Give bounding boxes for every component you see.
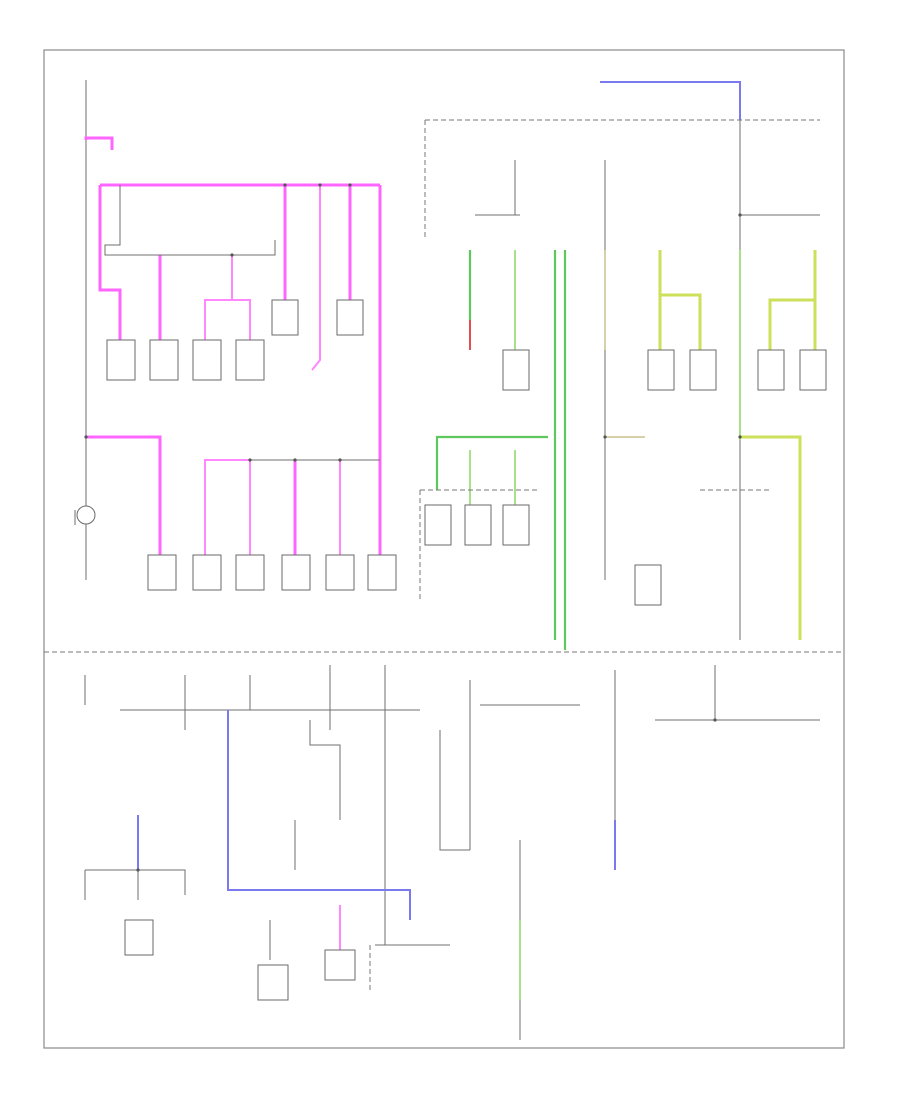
component-box [367, 554, 397, 591]
diagram-frame [43, 49, 845, 1049]
component-box [689, 349, 717, 391]
component-box [336, 299, 364, 336]
component-box [502, 504, 530, 546]
component-box [799, 349, 827, 391]
component-box [124, 919, 154, 956]
component-box [271, 299, 299, 336]
component-box [634, 564, 662, 606]
component-box [325, 554, 355, 591]
component-box [757, 349, 785, 391]
component-box [647, 349, 675, 391]
upper-left-circuit [74, 80, 397, 591]
lower-circuit [84, 665, 820, 1040]
component-box [147, 554, 177, 591]
component-box [235, 554, 265, 591]
component-box [192, 554, 222, 591]
component-box [106, 339, 136, 381]
component-box [235, 339, 265, 381]
upper-right-circuit [419, 81, 827, 650]
component-box [464, 504, 492, 546]
component-box [424, 504, 452, 546]
junction-dots [84, 183, 742, 872]
component-box [324, 949, 356, 981]
component-box [502, 349, 530, 391]
component-box [192, 339, 222, 381]
component-box [149, 339, 179, 381]
component-box [281, 554, 311, 591]
component-box [257, 964, 289, 1001]
circuit-lamp-symbol [76, 505, 96, 525]
